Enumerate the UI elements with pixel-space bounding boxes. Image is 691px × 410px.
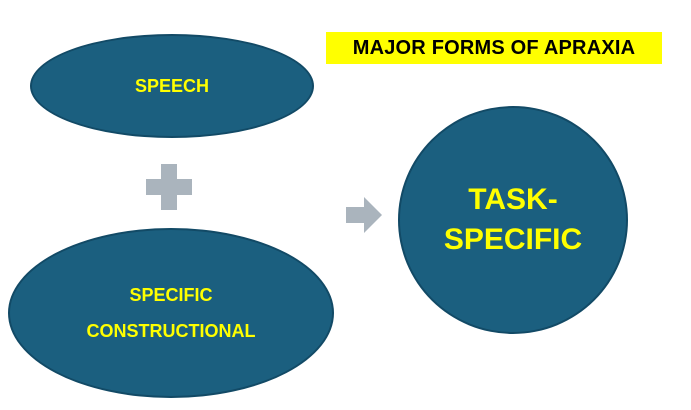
node-specific-constructional: SPECIFIC CONSTRUCTIONAL bbox=[8, 228, 334, 398]
node-constructional-line1: SPECIFIC bbox=[129, 285, 213, 305]
node-constructional-line2: CONSTRUCTIONAL bbox=[86, 321, 256, 341]
node-speech: SPEECH bbox=[30, 34, 314, 138]
node-task-line1: TASK- bbox=[468, 183, 558, 216]
node-task-specific: TASK- SPECIFIC bbox=[398, 106, 628, 334]
plus-icon bbox=[146, 164, 192, 210]
diagram-title: MAJOR FORMS OF APRAXIA bbox=[326, 32, 662, 64]
arrow-right-icon bbox=[346, 197, 382, 233]
node-task-line2: SPECIFIC bbox=[443, 223, 583, 256]
node-speech-label: SPEECH bbox=[134, 75, 210, 96]
plus-vertical-bar bbox=[161, 164, 177, 210]
